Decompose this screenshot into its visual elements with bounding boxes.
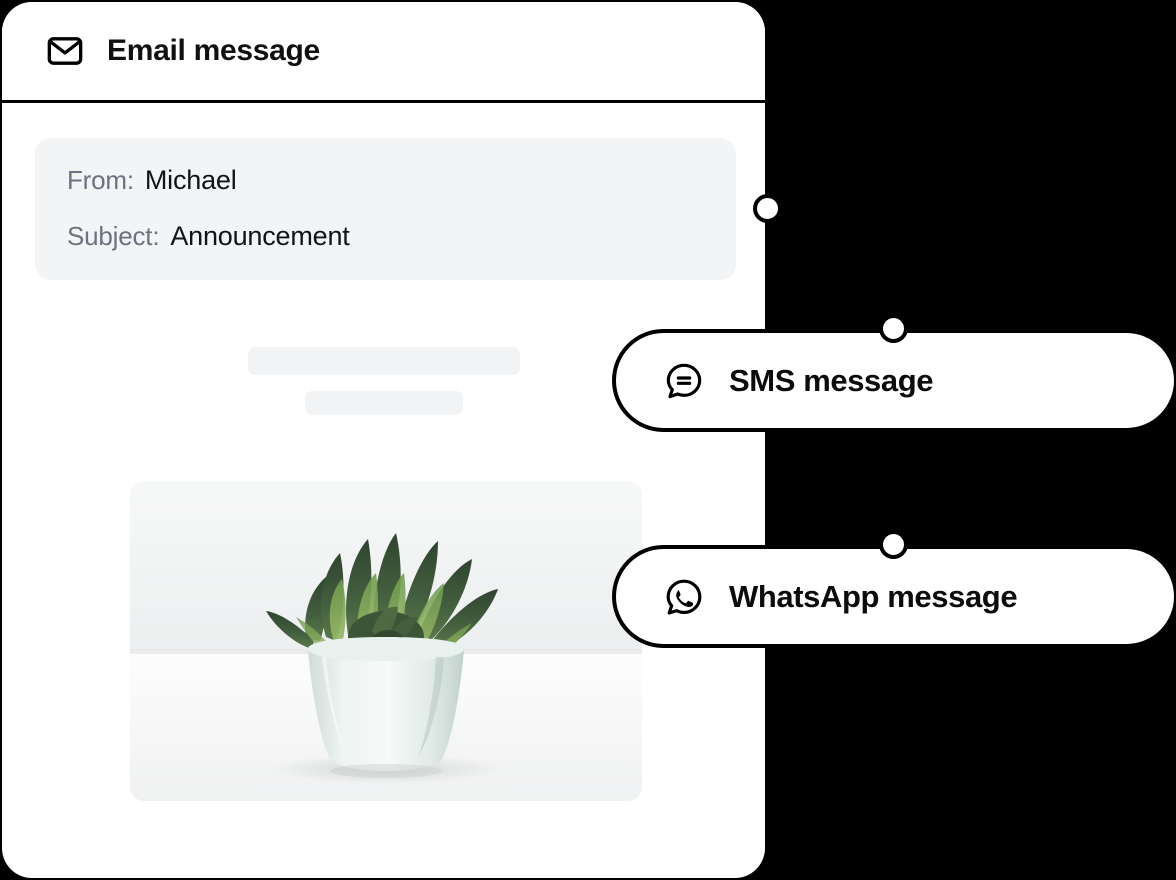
subject-label: Subject:: [67, 221, 160, 251]
from-value: Michael: [144, 165, 237, 195]
email-panel-header: Email message: [2, 2, 765, 103]
whatsapp-icon: [664, 577, 704, 617]
from-label: From:: [67, 165, 134, 195]
email-meta-block: From: Michael Subject: Announcement: [35, 138, 736, 280]
email-connector-dot: [753, 194, 782, 223]
whatsapp-connector-dot: [879, 530, 908, 559]
page-title: Email message: [107, 34, 320, 67]
meta-row-from: From: Michael: [67, 165, 736, 221]
subject-value: Announcement: [170, 221, 350, 251]
sms-message-card[interactable]: SMS message: [612, 329, 1176, 432]
email-body-image: [130, 481, 642, 801]
email-message-panel: Email message From: Michael Subject: Ann…: [2, 2, 765, 878]
meta-row-subject: Subject: Announcement: [67, 221, 736, 277]
whatsapp-card-label: WhatsApp message: [729, 579, 1018, 614]
skeleton-line: [247, 347, 520, 375]
envelope-icon: [46, 32, 84, 70]
skeleton-line: [304, 391, 463, 415]
body-skeleton-placeholder: [2, 347, 765, 415]
sms-chat-bubble-icon: [664, 361, 704, 401]
whatsapp-message-card[interactable]: WhatsApp message: [612, 545, 1176, 648]
sms-connector-dot: [879, 314, 908, 343]
sms-card-label: SMS message: [729, 363, 934, 398]
